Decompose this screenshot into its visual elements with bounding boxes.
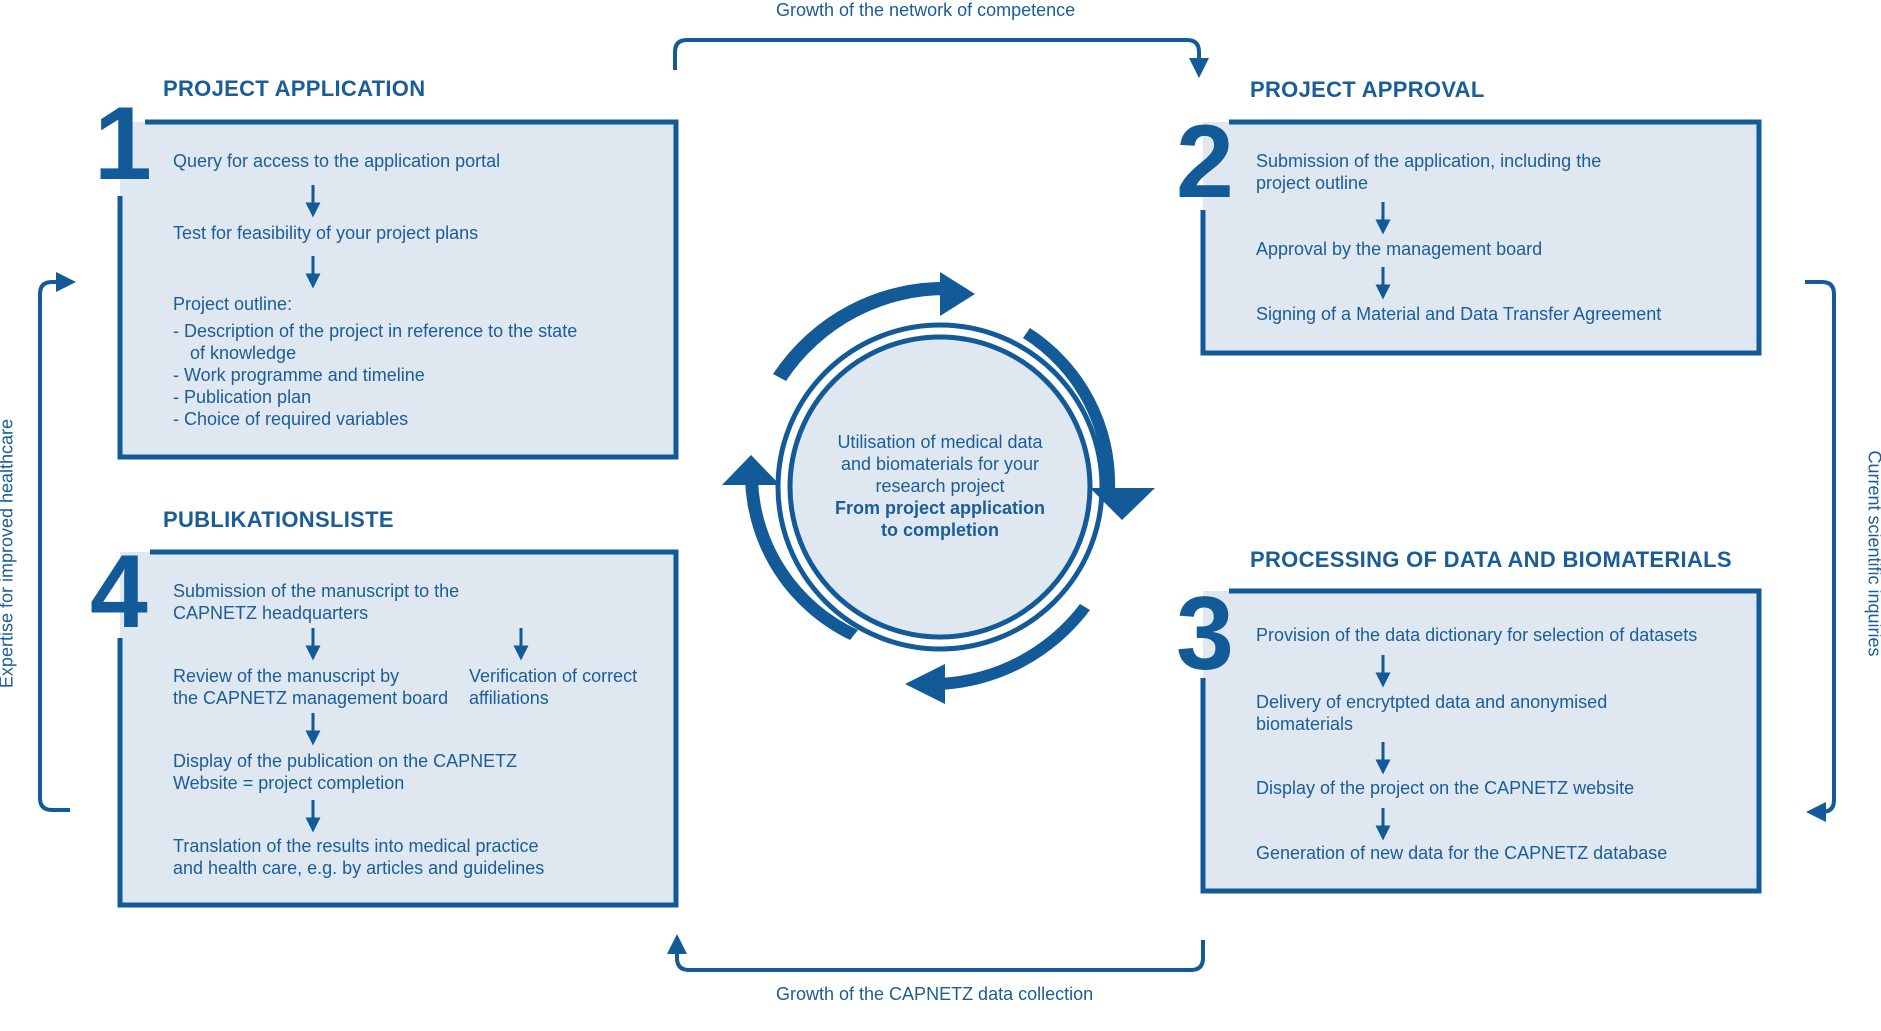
cycle-arrowhead-4 — [722, 455, 780, 485]
s1-bullet-4: - Choice of required variables — [173, 409, 409, 429]
box-project-application — [117, 119, 679, 460]
cycle-arrowhead-3 — [905, 664, 945, 704]
s2-approval: Approval by the management board — [1256, 239, 1543, 259]
section-title-2: PROJECT APPROVAL — [1250, 77, 1485, 102]
cycle-arrow-3 — [940, 604, 1090, 690]
section-title-1: PROJECT APPLICATION — [163, 76, 426, 101]
s2-submission-b: project outline — [1256, 173, 1369, 193]
cycle-arrowhead-2 — [1090, 488, 1155, 520]
s3-delivery-a: Delivery of encrytpted data and anonymis… — [1256, 692, 1608, 712]
flow-label-right: Current scientific inquiries — [1864, 450, 1881, 657]
flow-label-left: Expertise for improved healthcare — [0, 418, 17, 689]
s4-display-b: Website = project completion — [173, 773, 405, 793]
center-bold-1: From project application — [834, 498, 1046, 518]
s4-verification-a: Verification of correct — [469, 666, 638, 686]
s3-generation: Generation of new data for the CAPNETZ d… — [1256, 843, 1668, 863]
s1-query: Query for access to the application port… — [173, 151, 501, 171]
flow-label-top: Growth of the network of competence — [776, 0, 1076, 20]
s3-provision: Provision of the data dictionary for sel… — [1256, 625, 1698, 645]
center-bold-2: to completion — [881, 520, 999, 540]
arrow-left — [38, 272, 76, 812]
s1-bullet-1b: of knowledge — [190, 343, 297, 363]
s4-verification-b: affiliations — [469, 688, 549, 708]
center-line-1: Utilisation of medical data — [837, 432, 1043, 452]
cycle-arrow-2 — [1023, 328, 1116, 490]
center-cycle — [722, 272, 1155, 704]
s4-submission-b: CAPNETZ headquarters — [173, 603, 369, 623]
s4-review-b: the CAPNETZ management board — [173, 688, 449, 708]
flow-label-bottom: Growth of the CAPNETZ data collection — [776, 984, 1094, 1004]
section-title-4: PUBLIKATIONSLISTE — [163, 507, 394, 532]
s3-delivery-b: biomaterials — [1256, 714, 1354, 734]
step-arrows — [305, 185, 1391, 841]
step-number-4: 4 — [90, 534, 148, 650]
step-number-1: 1 — [94, 86, 152, 202]
s1-bullet-1a: - Description of the project in referenc… — [173, 321, 578, 341]
s4-display-a: Display of the publication on the CAPNET… — [173, 751, 518, 771]
s1-test: Test for feasibility of your project pla… — [173, 223, 479, 243]
outer-flow-arrows — [38, 38, 1836, 972]
box-processing — [1200, 588, 1762, 894]
center-line-3: research project — [875, 476, 1005, 496]
s4-submission-a: Submission of the manuscript to the — [173, 581, 460, 601]
step-number-2: 2 — [1176, 104, 1234, 220]
arrow-bottom — [667, 934, 1205, 972]
step-number-3: 3 — [1176, 576, 1234, 692]
s2-submission-a: Submission of the application, including… — [1256, 151, 1602, 171]
s1-bullet-2: - Work programme and timeline — [173, 365, 425, 385]
s4-review-a: Review of the manuscript by — [173, 666, 400, 686]
box-publication — [117, 549, 679, 908]
s4-translation-b: and health care, e.g. by articles and gu… — [173, 858, 545, 878]
cycle-arrow-4 — [745, 480, 858, 640]
cycle-arrowhead-1 — [940, 272, 975, 316]
center-line-2: and biomaterials for your — [840, 454, 1040, 474]
s2-signing: Signing of a Material and Data Transfer … — [1256, 304, 1662, 324]
arrow-top — [673, 38, 1209, 78]
s1-bullet-3: - Publication plan — [173, 387, 312, 407]
s1-outline: Project outline: — [173, 294, 293, 314]
center-text: Utilisation of medical data and biomater… — [790, 431, 1090, 541]
s3-display: Display of the project on the CAPNETZ we… — [1256, 778, 1635, 798]
arrow-right — [1805, 280, 1836, 822]
box-project-approval — [1200, 119, 1762, 356]
section-title-3: PROCESSING OF DATA AND BIOMATERIALS — [1250, 547, 1732, 572]
s4-translation-a: Translation of the results into medical … — [173, 836, 539, 856]
cycle-arrow-1 — [773, 281, 950, 381]
